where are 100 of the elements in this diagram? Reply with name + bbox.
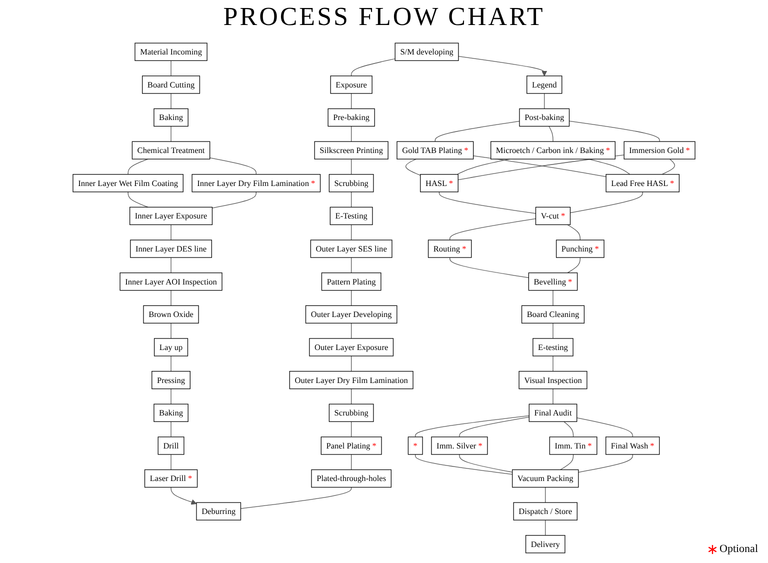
connector — [351, 356, 352, 372]
node-box: Visual Inspection — [518, 370, 588, 390]
connector — [544, 93, 545, 110]
connector — [170, 290, 172, 306]
node-box: Post-baking — [519, 108, 570, 127]
connector — [415, 415, 530, 438]
node-box: Lay up — [154, 338, 188, 356]
connector — [415, 454, 513, 475]
connector — [662, 158, 676, 175]
connector — [552, 290, 554, 306]
node-box: Legend — [526, 76, 562, 94]
connector — [128, 192, 148, 208]
node-box: Outer Layer Developing — [305, 305, 398, 324]
node-box: HASL * — [420, 174, 458, 192]
node-box: Drill — [158, 436, 184, 455]
node-box: Inner Layer AOI Inspection — [120, 272, 222, 291]
node-box: Brown Oxide — [143, 305, 199, 324]
connector — [170, 126, 172, 142]
connector — [351, 224, 352, 240]
node-box: * — [408, 436, 423, 455]
node-box: Immersion Gold * — [624, 141, 696, 160]
connector — [459, 454, 513, 472]
node-box: Scrubbing — [328, 404, 374, 422]
node-box: E-Testing — [330, 206, 373, 226]
node-box: Inner Layer Exposure — [129, 206, 213, 226]
node-box: Baking — [154, 108, 188, 127]
connector — [552, 356, 554, 372]
node-box: Inner Layer DES line — [130, 240, 212, 258]
node-box: Imm. Silver * — [431, 436, 488, 455]
node-box: Scrubbing — [328, 174, 374, 192]
connector — [473, 155, 606, 178]
connector — [405, 158, 421, 176]
connector — [560, 454, 574, 470]
connector — [576, 417, 633, 438]
arrow — [458, 56, 548, 76]
node-box: Baking — [154, 404, 188, 422]
connector — [351, 126, 352, 142]
node-box: Silkscreen Printing — [314, 141, 388, 160]
node-box: Gold TAB Plating * — [396, 141, 474, 160]
node-box: Bevelling * — [528, 272, 578, 291]
connector — [351, 192, 352, 208]
node-box: Inner Layer Wet Film Coating — [72, 174, 184, 192]
node-box: S/M developing — [394, 42, 459, 61]
connector — [170, 388, 172, 404]
connector — [351, 257, 352, 274]
chart-title: PROCESS FLOW CHART — [222, 2, 546, 32]
connector — [351, 421, 352, 438]
connector — [552, 388, 554, 404]
node-box: Final Audit — [528, 404, 578, 422]
node-box: E-testing — [532, 338, 574, 356]
connector — [570, 192, 643, 214]
node-box: Outer Layer Dry Film Lamination — [289, 370, 414, 390]
arrow — [170, 486, 197, 505]
connector — [351, 388, 352, 404]
connector — [351, 93, 352, 110]
node-box: Final Wash * — [606, 436, 660, 455]
node-box: Exposure — [330, 76, 372, 94]
connector — [567, 224, 580, 240]
node-box: Punching * — [556, 240, 604, 258]
node-box: Pre-baking — [328, 108, 375, 127]
connector — [450, 218, 536, 240]
node-box: Outer Layer SES line — [310, 240, 392, 258]
connector — [351, 290, 352, 306]
node-box: Routing * — [428, 240, 472, 258]
connector — [170, 93, 172, 110]
connector — [170, 257, 172, 274]
connector — [567, 257, 580, 274]
connector — [212, 192, 256, 208]
connector — [578, 454, 633, 473]
node-box: Plated-through-holes — [311, 469, 392, 488]
connector — [545, 486, 546, 503]
connector — [450, 257, 529, 278]
connector — [240, 486, 352, 509]
node-box: Pressing — [152, 370, 190, 390]
node-box: Material Incoming — [134, 42, 208, 61]
node-box: Laser Drill * — [144, 469, 198, 488]
connector — [434, 120, 520, 142]
node-box: Vacuum Packing — [512, 469, 579, 488]
connector — [351, 58, 396, 76]
node-box: Chemical Treatment — [132, 141, 210, 160]
connector — [351, 454, 352, 470]
node-box: Delivery — [525, 535, 566, 554]
connector — [351, 158, 352, 175]
connector — [568, 120, 660, 142]
legend-label: Optional — [720, 543, 758, 555]
connector — [170, 454, 172, 470]
node-box: Deburring — [196, 502, 242, 520]
connector — [170, 60, 172, 76]
node-box: Dispatch / Store — [513, 502, 578, 520]
node-box: Microetch / Carbon ink / Baking * — [490, 141, 616, 160]
node-box: Pattern Plating — [321, 272, 382, 291]
connector — [351, 322, 352, 339]
connector — [459, 416, 530, 438]
connector — [545, 520, 546, 536]
node-box: Imm. Tin * — [549, 436, 598, 455]
connector — [548, 126, 554, 142]
connector — [210, 157, 256, 175]
connector — [128, 158, 148, 175]
connector — [564, 421, 574, 438]
node-box: Outer Layer Exposure — [309, 338, 394, 356]
